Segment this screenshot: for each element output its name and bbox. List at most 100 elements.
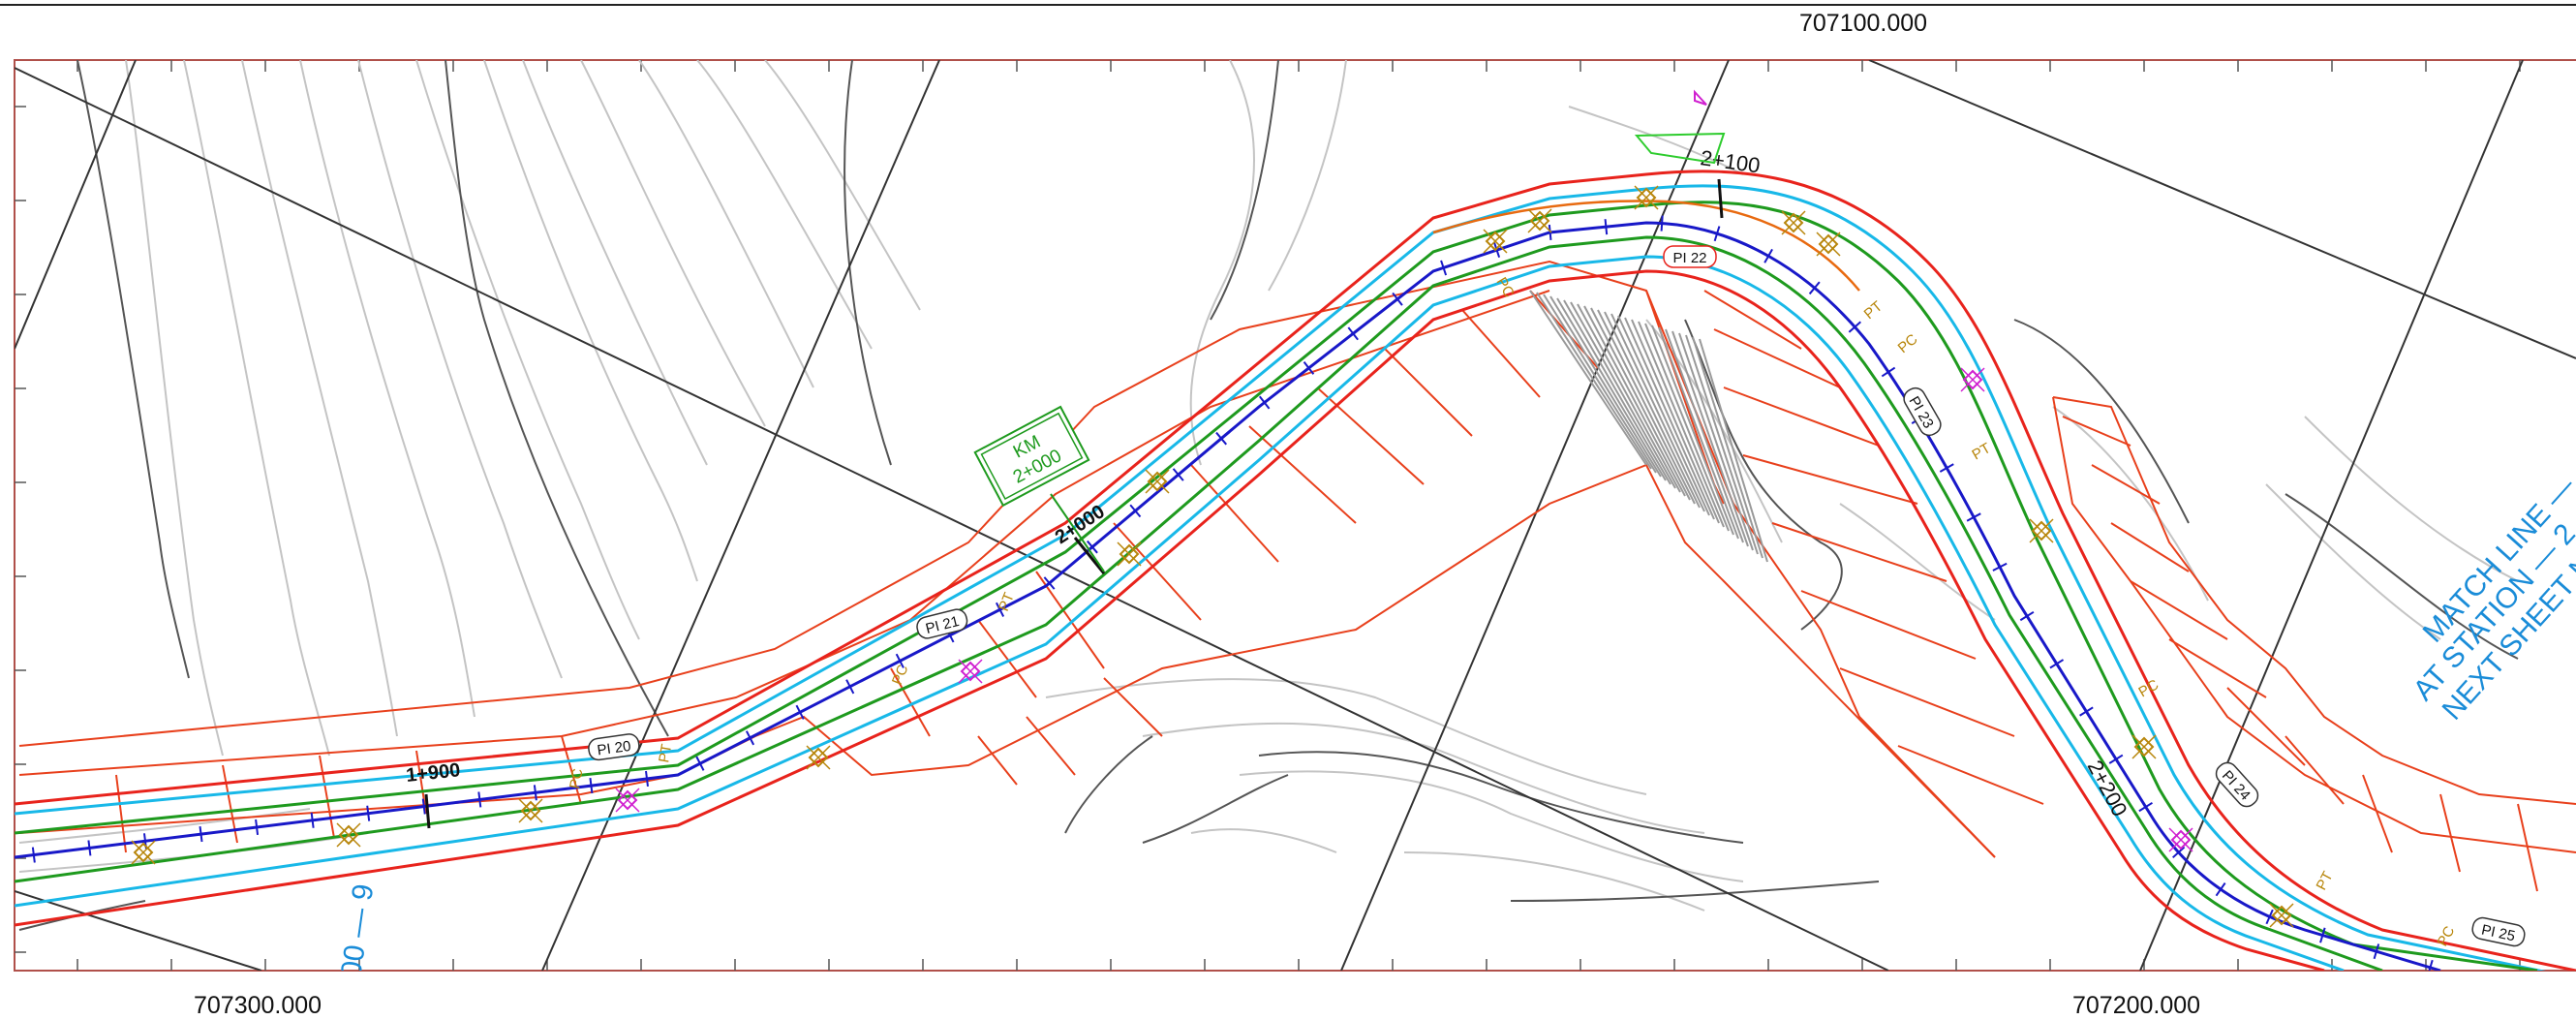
slope-hatch-line <box>1590 307 1691 501</box>
survey-marker-diamond <box>1119 543 1140 565</box>
survey-marker-diamond <box>960 661 981 682</box>
slope-hatch-line <box>1678 332 1754 551</box>
slope-hatch-line <box>1671 330 1749 547</box>
slope-hatch <box>18 260 2576 858</box>
slope-hatch-line <box>1536 292 1652 470</box>
survey-marker-diamond <box>2271 905 2292 926</box>
slope-hatch-line <box>2226 687 2306 766</box>
slope-hatch-line <box>1703 290 1802 350</box>
survey-marker-cross <box>2029 518 2054 543</box>
survey-marker <box>1527 208 1552 233</box>
pc-label-4: PC <box>1895 331 1921 357</box>
centerline-tick <box>795 704 805 720</box>
centerline-tick <box>199 826 203 843</box>
centerline-tick <box>2428 959 2434 971</box>
survey-marker <box>1117 541 1142 567</box>
survey-marker-diamond <box>2133 736 2155 757</box>
centerline-tick <box>255 819 260 836</box>
slope-hatch-line <box>1549 295 1662 478</box>
centerline-tick <box>2172 846 2186 859</box>
slope-hatch-line <box>1644 323 1730 532</box>
pt-label-4: PT <box>1970 440 1994 463</box>
survey-marker <box>1960 367 1985 392</box>
survey-marker <box>1145 469 1170 494</box>
pt-label-1: PT <box>656 743 675 764</box>
slope-hatch-lines <box>115 290 2538 892</box>
centerline-tick <box>1848 321 1861 333</box>
slope-hatch-line <box>1699 338 1768 563</box>
survey-marker-cross <box>1781 210 1806 235</box>
station-labels: 1+900 2+000 2+100 2+200 <box>405 145 2132 829</box>
slope-hatch-line <box>1248 425 1357 524</box>
centerline-tick <box>645 770 649 788</box>
centerline-tick <box>1493 242 1501 259</box>
slope-hatch-line <box>1461 309 1541 398</box>
survey-marker <box>1483 229 1508 254</box>
station-tick-2000 <box>1073 537 1106 574</box>
survey-marker-cross <box>1634 185 1659 210</box>
magenta-marker <box>1694 89 1707 106</box>
centerline-tick <box>1215 431 1228 446</box>
survey-marker <box>2269 903 2294 928</box>
centerline-ticks <box>31 215 2434 971</box>
survey-marker-diamond <box>520 800 541 821</box>
survey-marker-diamond <box>338 824 359 846</box>
centerline-tick <box>845 679 855 695</box>
centerline-tick <box>310 812 315 828</box>
survey-marker-cross <box>1816 232 1841 257</box>
slope-hatch-line <box>1771 522 1947 582</box>
slope-hatch-line <box>1665 328 1744 543</box>
centerline-tick <box>1172 468 1184 481</box>
slope-hatch-line <box>1556 297 1667 481</box>
centerline-tick <box>1303 361 1315 375</box>
centerline-tick <box>1043 576 1056 590</box>
centerline-tick <box>477 791 482 808</box>
slope-hatch-line <box>1529 290 1647 466</box>
centerline-tick <box>1763 248 1773 263</box>
viewport-frame <box>14 59 2576 972</box>
centerline-tick <box>87 840 92 856</box>
slope-hatch-line <box>1543 294 1657 474</box>
pc-label-5: PC <box>2136 676 2162 700</box>
centerline-tick <box>366 805 371 821</box>
slope-hatch-line <box>2285 735 2345 805</box>
station-label-1900: 1+900 <box>405 759 461 787</box>
survey-marker-diamond <box>1485 231 1506 252</box>
slope-hatch-line <box>1897 745 2044 805</box>
slope-hatch-line <box>2110 522 2190 572</box>
survey-marker-diamond <box>1783 212 1804 233</box>
slope-hatch-line <box>1026 716 1076 776</box>
survey-marker-cross <box>1483 229 1508 254</box>
survey-marker-diamond <box>1636 187 1657 208</box>
survey-marker-cross <box>131 840 156 865</box>
survey-marker <box>518 798 543 823</box>
centerline-tick <box>2079 706 2094 717</box>
survey-marker <box>1781 210 1806 235</box>
slope-hatch-line <box>1604 311 1701 509</box>
slope-hatch-line <box>1658 326 1739 540</box>
survey-marker-diamond <box>1147 471 1168 492</box>
survey-marker-cross <box>1527 208 1552 233</box>
pi-labels: PI 20 PI 21 PI 22 PI 23 PI 24 PI 25 <box>588 245 2526 947</box>
pi-label-25: PI 25 <box>2480 922 2517 945</box>
slope-hatch-line <box>1624 317 1715 520</box>
survey-marker-diamond <box>2031 520 2052 541</box>
slope-hatch-line <box>1190 464 1279 563</box>
centerline-tick <box>1966 512 1981 522</box>
slope-hatch-line <box>2439 793 2461 873</box>
survey-marker <box>2168 827 2193 852</box>
centerline-tick <box>1258 395 1271 410</box>
slope-hatch-line <box>1742 454 1918 505</box>
station-label-2200: 2+200 <box>2083 757 2132 820</box>
survey-marker-cross <box>1145 469 1170 494</box>
centerline-tick <box>895 653 905 668</box>
slope-hatch-line <box>1685 334 1759 555</box>
survey-marker <box>131 840 156 865</box>
survey-marker-diamond <box>133 842 154 863</box>
survey-marker <box>958 659 983 684</box>
centerline-tick <box>1713 226 1721 242</box>
slope-hatch-line <box>1577 303 1681 493</box>
slope-hatch-line <box>1723 386 1880 447</box>
survey-marker <box>615 788 640 813</box>
